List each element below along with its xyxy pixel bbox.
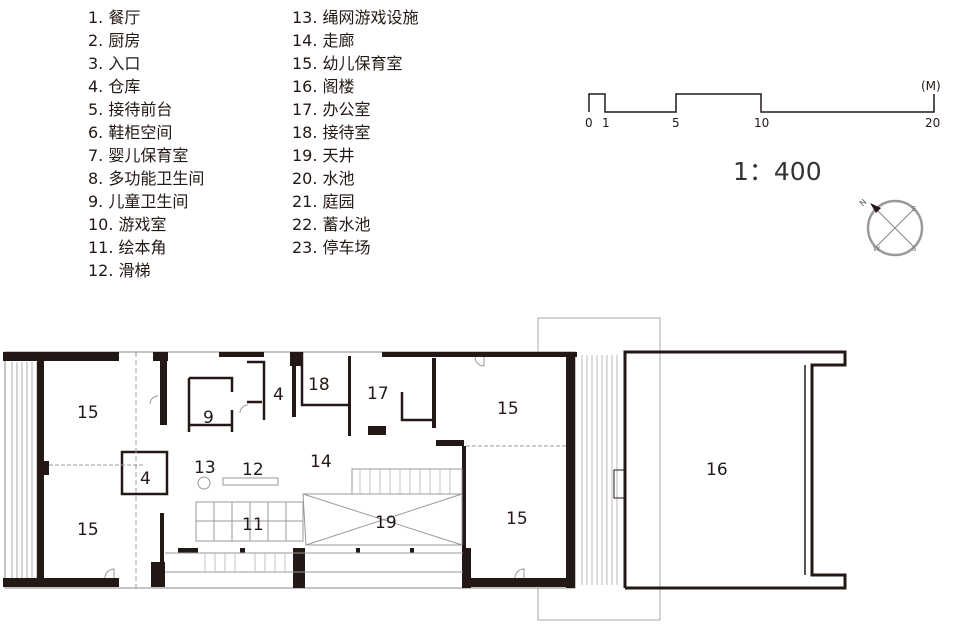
scale-unit: (M)	[921, 79, 941, 93]
legend-item: 21. 庭园	[292, 192, 355, 211]
scale-tick: 10	[754, 116, 769, 130]
legend-item: 18. 接待室	[292, 123, 371, 142]
legend-left-column: 1. 餐厅 2. 厨房 3. 入口 4. 仓库 5. 接待前台 6. 鞋柜空间 …	[88, 6, 204, 282]
legend-item: 6. 鞋柜空间	[88, 123, 173, 142]
room-label: 13	[194, 458, 216, 478]
legend-item: 11. 绘本角	[88, 238, 167, 257]
compass-s: S	[912, 245, 917, 253]
legend-item: 1. 餐厅	[88, 8, 141, 27]
main-building	[3, 351, 618, 589]
loft-block	[613, 350, 847, 590]
legend-item: 10. 游戏室	[88, 215, 167, 234]
room-label: 15	[506, 509, 528, 529]
room-label: 18	[308, 375, 330, 395]
scale-tick: 20	[925, 116, 940, 130]
north-arrow-icon: N E S W	[858, 197, 924, 257]
room-label: 15	[497, 399, 519, 419]
room-label: 4	[140, 469, 151, 489]
compass-e: E	[912, 205, 916, 213]
scale-tick: 5	[672, 116, 680, 130]
room-label: 16	[706, 460, 728, 480]
compass-n: N	[858, 197, 869, 208]
room-label: 15	[77, 520, 99, 540]
room-label: 4	[273, 385, 284, 405]
compass-w: W	[873, 245, 880, 253]
room-label: 12	[242, 460, 264, 480]
scale-bar	[588, 93, 935, 113]
legend-item: 16. 阁楼	[292, 77, 355, 96]
room-label: 19	[375, 513, 397, 533]
legend-item: 13. 绳网游戏设施	[292, 8, 419, 27]
scale-tick: 1	[602, 116, 610, 130]
legend-item: 14. 走廊	[292, 31, 355, 50]
legend-item: 15. 幼儿保育室	[292, 54, 403, 73]
room-label: 17	[367, 384, 389, 404]
legend-item: 8. 多功能卫生间	[88, 169, 205, 188]
legend-item: 17. 办公室	[292, 100, 371, 119]
legend-item: 7. 婴儿保育室	[88, 146, 189, 165]
legend-item: 19. 天井	[292, 146, 355, 165]
legend-item: 22. 蓄水池	[292, 215, 371, 234]
room-label: 9	[203, 408, 214, 428]
room-label: 11	[242, 515, 264, 535]
legend-item: 12. 滑梯	[88, 261, 151, 280]
legend-item: 4. 仓库	[88, 77, 141, 96]
legend-item: 23. 停车场	[292, 238, 371, 257]
legend-item: 5. 接待前台	[88, 100, 173, 119]
scale-tick: 0	[585, 116, 593, 130]
scale-ratio: 1：400	[733, 157, 822, 186]
legend-item: 20. 水池	[292, 169, 355, 188]
legend-item: 2. 厨房	[88, 31, 141, 50]
room-label: 14	[310, 452, 332, 472]
legend-right-column: 13. 绳网游戏设施 14. 走廊 15. 幼儿保育室 16. 阁楼 17. 办…	[292, 6, 419, 259]
legend-item: 9. 儿童卫生间	[88, 192, 189, 211]
legend-item: 3. 入口	[88, 54, 141, 73]
room-label: 15	[77, 403, 99, 423]
